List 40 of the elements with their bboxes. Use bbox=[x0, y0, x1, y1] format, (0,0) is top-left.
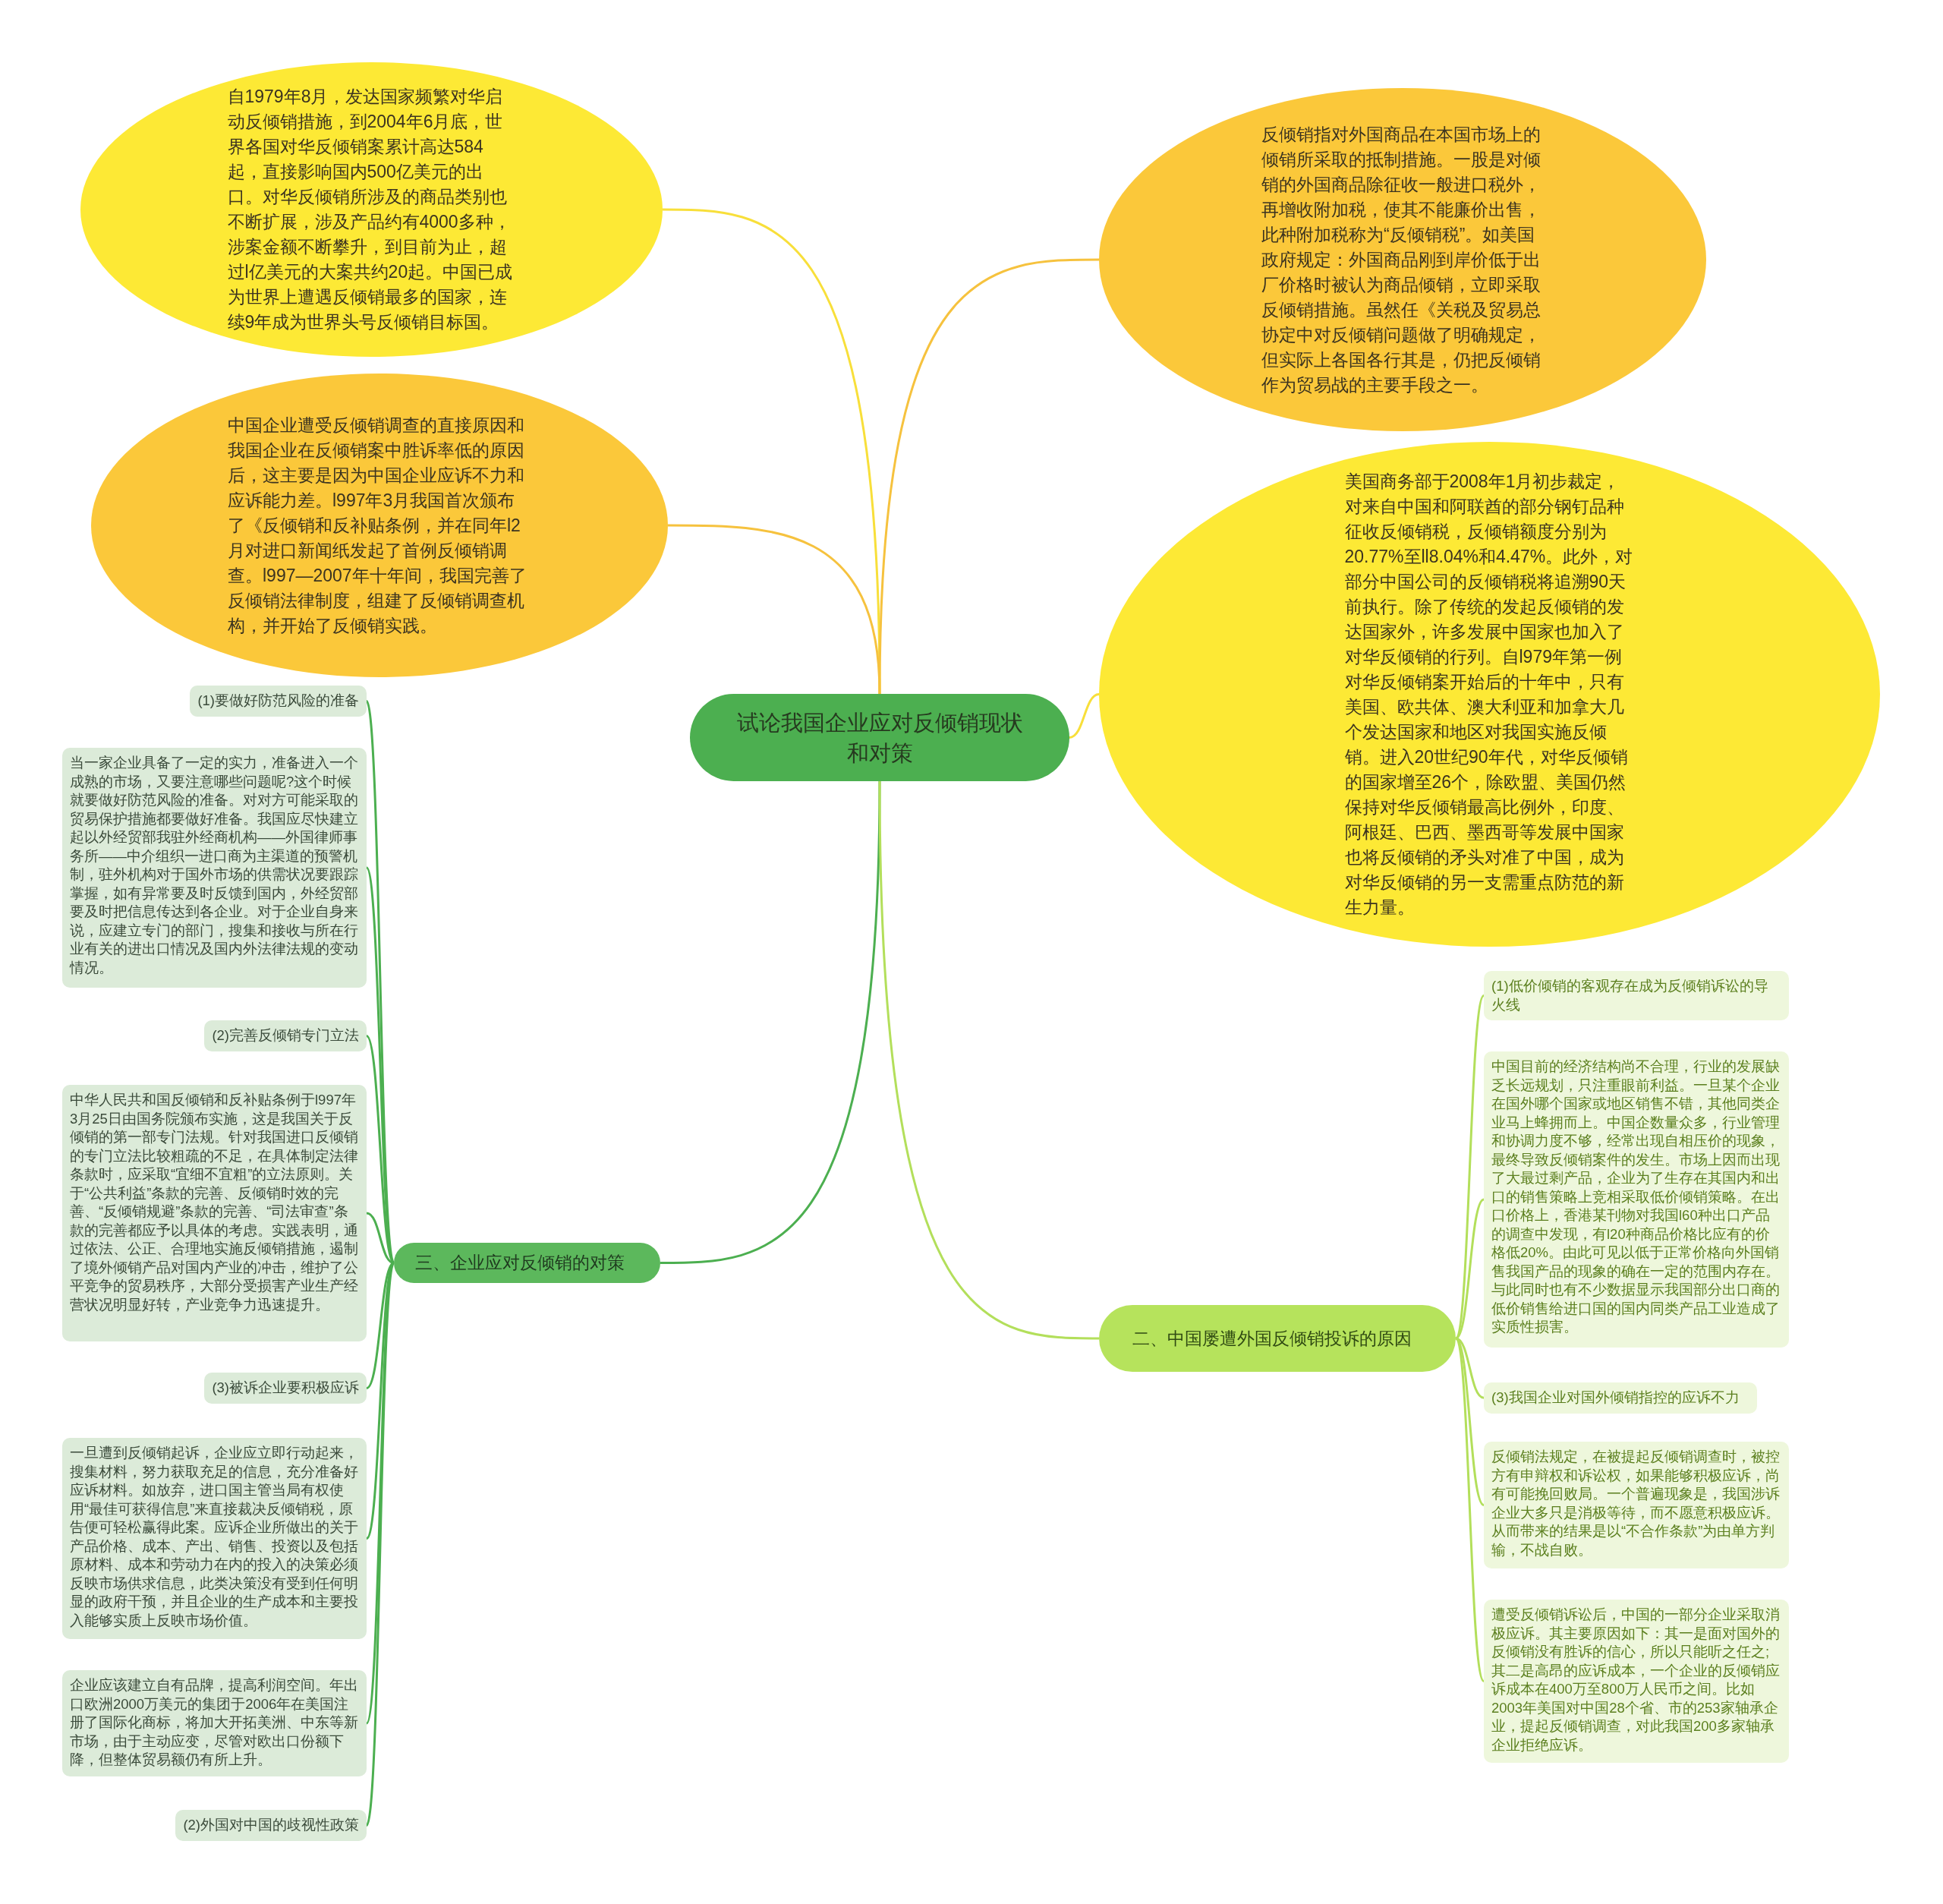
note-text: 中华人民共和国反倾销和反补贴条例于l997年3月25日由国务院颁布实施，这是我国关于反倾销的第一部专门法规。针对我国进口反倾销的专门立法比较粗疏的不足，在具体制定法律条款时，应采取“宜细不宜粗”的立法原则。关于“公共利益”条款的完善、反倾销时效的完善、“反倾销规避”条款的完善、“司法审查”条款的完善都应予以具体的考虑。实践表明，通过依法、公正、合理地实施反倾销措施，遏制了境外倾销产品对国内产业的冲击，维护了公平竞争的贸易秩序，大部分受损害产业生产经营状况明显好转，产业竞争力迅速提升。 bbox=[70, 1091, 359, 1314]
subtopic-tag bbox=[204, 1020, 367, 1051]
note-text: 中国目前的经济结构尚不合理，行业的发展缺乏长远规划，只注重眼前利益。一旦某个企业在国外哪个国家或地区销售不错，其他同类企业马上蜂拥而上。中国企数量众多，行业管理和协调力度不够，经常出现自相压价的现象，最终导致反倾销案件的发生。市场上因而出现了大最过剩产品，企业为了生存在其国内和出口的销售策略上竞相采取低价倾销策略。在出口价格上，香港某刊物对我国l60种出口产品的调查中发现，有l20种商品价格比应有的价格低20%。由此可见以低于正常价格向外国销售我国产品的现象的确在一定的范围内存在。与此同时也有不少数据显示我国部分出口商的低价销售给进口国的国内同类产品工业造成了实质性损害。 bbox=[1491, 1058, 1781, 1336]
bubble-text: 中国企业遭受反倾销调查的直接原因和我国企业在反倾销案中胜诉率低的原因后，这主要是因为中国企业应诉不力和应诉能力差。l997年3月我国首次颁布了《反倾销和反补贴条例，并在同年l2月对进口新闻纸发起了首例反倾销调查。l997—2007年十年间，我国完善了反倾销法律制度，组建了反倾销调查机构，并开始了反倾销实践。 bbox=[228, 414, 527, 637]
subtopic-text: (2)完善反倾销专门立法 bbox=[212, 1026, 359, 1045]
connector-line bbox=[365, 701, 395, 1263]
connector-line bbox=[660, 780, 881, 1264]
subtopic-tag bbox=[175, 1810, 367, 1841]
note-text: 一旦遭到反倾销起诉，企业应立即行动起来，搜集材料，努力获取充足的信息，充分准备好应诉材料。如放弃，进口国主管当局有权使用“最佳可获得信息”来直接裁决反倾销税，原告便可轻松赢得此案。应诉企业所做出的关于产品价格、成本、产出、销售、投资以及包括原材料、成本和劳动力在内的投入的决策必须反映市场供求信息，此类决策没有受到任何明显的政府干预，并且企业的生产成本和主要投入能够实质上反映市场价值。 bbox=[70, 1444, 359, 1630]
connector-line bbox=[878, 258, 1099, 695]
connector-line bbox=[1454, 995, 1485, 1339]
connector-line bbox=[878, 780, 1099, 1340]
subtopic-text: (2)外国对中国的歧视性政策 bbox=[183, 1816, 359, 1834]
branch-text: 二、中国屡遭外国反倾销投诉的原因 bbox=[1132, 1327, 1412, 1350]
subtopic-text: (3)被诉企业要积极应诉 bbox=[212, 1379, 359, 1397]
connector-line bbox=[668, 524, 881, 695]
subtopic-tag bbox=[1484, 1382, 1757, 1414]
note-card bbox=[62, 1085, 367, 1341]
subtopic-text: (1)要做好防范风险的准备 bbox=[197, 692, 359, 710]
bubble-text: 反倾销指对外国商品在本国市场上的倾销所采取的抵制措施。一股是对倾销的外国商品除征收一般进口税外，再增收附加税，使其不能廉价出售，此种附加税称为“反倾销税”。如美国政府规定：外国商品刚到岸价低于出厂价格时被认为商品倾销，立即采取反倾销措施。虽然任《关税及贸易总协定中对反倾销问题做了明确规定，但实际上各国各行其是，仍把反倾销作为贸易战的主要手段之一。 bbox=[1261, 123, 1541, 396]
branch-topic bbox=[394, 1243, 660, 1283]
note-text: 当一家企业具备了一定的实力，准备进入一个成熟的市场，又要注意哪些问题呢?这个时候就要做好防范风险的准备。对对方可能采取的贸易保护措施都要做好准备。我国应尽快建立起以外经贸部我驻外经商机构——外国律师事务所——中介组织一进口商为主渠道的预警机制，驻外机构对于国外市场的供需状况要跟踪掌握，如有异常要及时反馈到国内，外经贸部要及时把信息传达到各企业。对于企业自身来说，应建立专门的部门，搜集和接收与所在行业有关的进出口情况及国内外法律法规的变动情况。 bbox=[70, 754, 359, 977]
note-card bbox=[62, 1670, 367, 1776]
note-card bbox=[1484, 1442, 1789, 1568]
connector-line bbox=[1069, 693, 1100, 739]
connector-line bbox=[365, 1263, 395, 1826]
note-text: 反倾销法规定，在被提起反倾销调查时，被控方有申辩权和诉讼权，如果能够积极应诉，尚有可能挽回败局。一个普遍现象是，我国涉诉企业大多只是消极等待，而不愿意积极应诉。从而带来的结果是以“不合作条款”为由单方判输，不战自败。 bbox=[1491, 1448, 1781, 1559]
branch-text: 三、企业应对反倾销的对策 bbox=[415, 1252, 625, 1274]
subtopic-tag bbox=[190, 686, 367, 717]
connector-line bbox=[1454, 1338, 1485, 1682]
note-text: 企业应该建立自有品牌，提高利润空间。年出口欧洲2000万美元的集团于2006年在美国注册了国际化商标，将加大开拓美洲、中东等新市场，由于主动应变，尽管对欧出口份额下降，但整体贸易额仍有所上升。 bbox=[70, 1676, 359, 1769]
note-text: (1)低价倾销的客观存在成为反倾销诉讼的导火线 bbox=[1491, 977, 1769, 1014]
connector-line bbox=[1455, 1198, 1485, 1340]
note-text: 遭受反倾销诉讼后，中国的一部分企业采取消极应诉。其主要原因如下：其一是面对国外的反倾销没有胜诉的信心，所以只能听之任之;其二是高昂的应诉成本，一个企业的反倾销应诉成本在400万至800万人民币之间。比如2003年美国对中国28个省、市的253家轴承企业，提起反倾销调查，对此我国200多家轴承企业拒绝应诉。 bbox=[1491, 1606, 1781, 1754]
subtopic-text: (3)我国企业对国外倾销指控的应诉不力 bbox=[1491, 1389, 1740, 1407]
subtopic-tag bbox=[204, 1373, 367, 1404]
note-card bbox=[1484, 971, 1789, 1020]
bubble-text: 美国商务部于2008年1月初步裁定，对来自中国和阿联酋的部分钢钉品种征收反倾销税，反倾销额度分别为20.77%至ll8.04%和4.47%。此外，对部分中国公司的反倾销税将追溯90天前执行。除了传统的发起反倾销的发达国家外，许多发展中国家也加入了对华反倾销的行列。自l979年第一例对华反倾销案开始后的十年中，只有美国、欧共体、澳大利亚和加拿大几个发达国家和地区对我国实施反倾销。进入20世纪90年代，对华反倾销的国家增至26个，除欧盟、美国仍然保持对华反倾销最高比例外，印度、阿根廷、巴西、墨西哥等发展中国家也将反倾销的矛头对准了中国，成为对华反倾销的另一支需重点防范的新生力量。 bbox=[1344, 470, 1634, 919]
topic-text: 试论我国企业应对反倾销现状和对策 bbox=[735, 709, 1024, 767]
bubble-text: 自1979年8月，发达国家频繁对华启动反倾销措施，到2004年6月底，世界各国对华反倾销案累计高达584起，直接影响国内500亿美元的出口。对华反倾销所涉及的商品类别也不断扩展，涉及产品约有4000多种，涉案金额不断攀升，到目前为止，超过l亿美元的大案共约20起。中国已成为世界上遭遇反倾销最多的国家，连续9年成为世界头号反倾销目标国。 bbox=[227, 86, 514, 333]
